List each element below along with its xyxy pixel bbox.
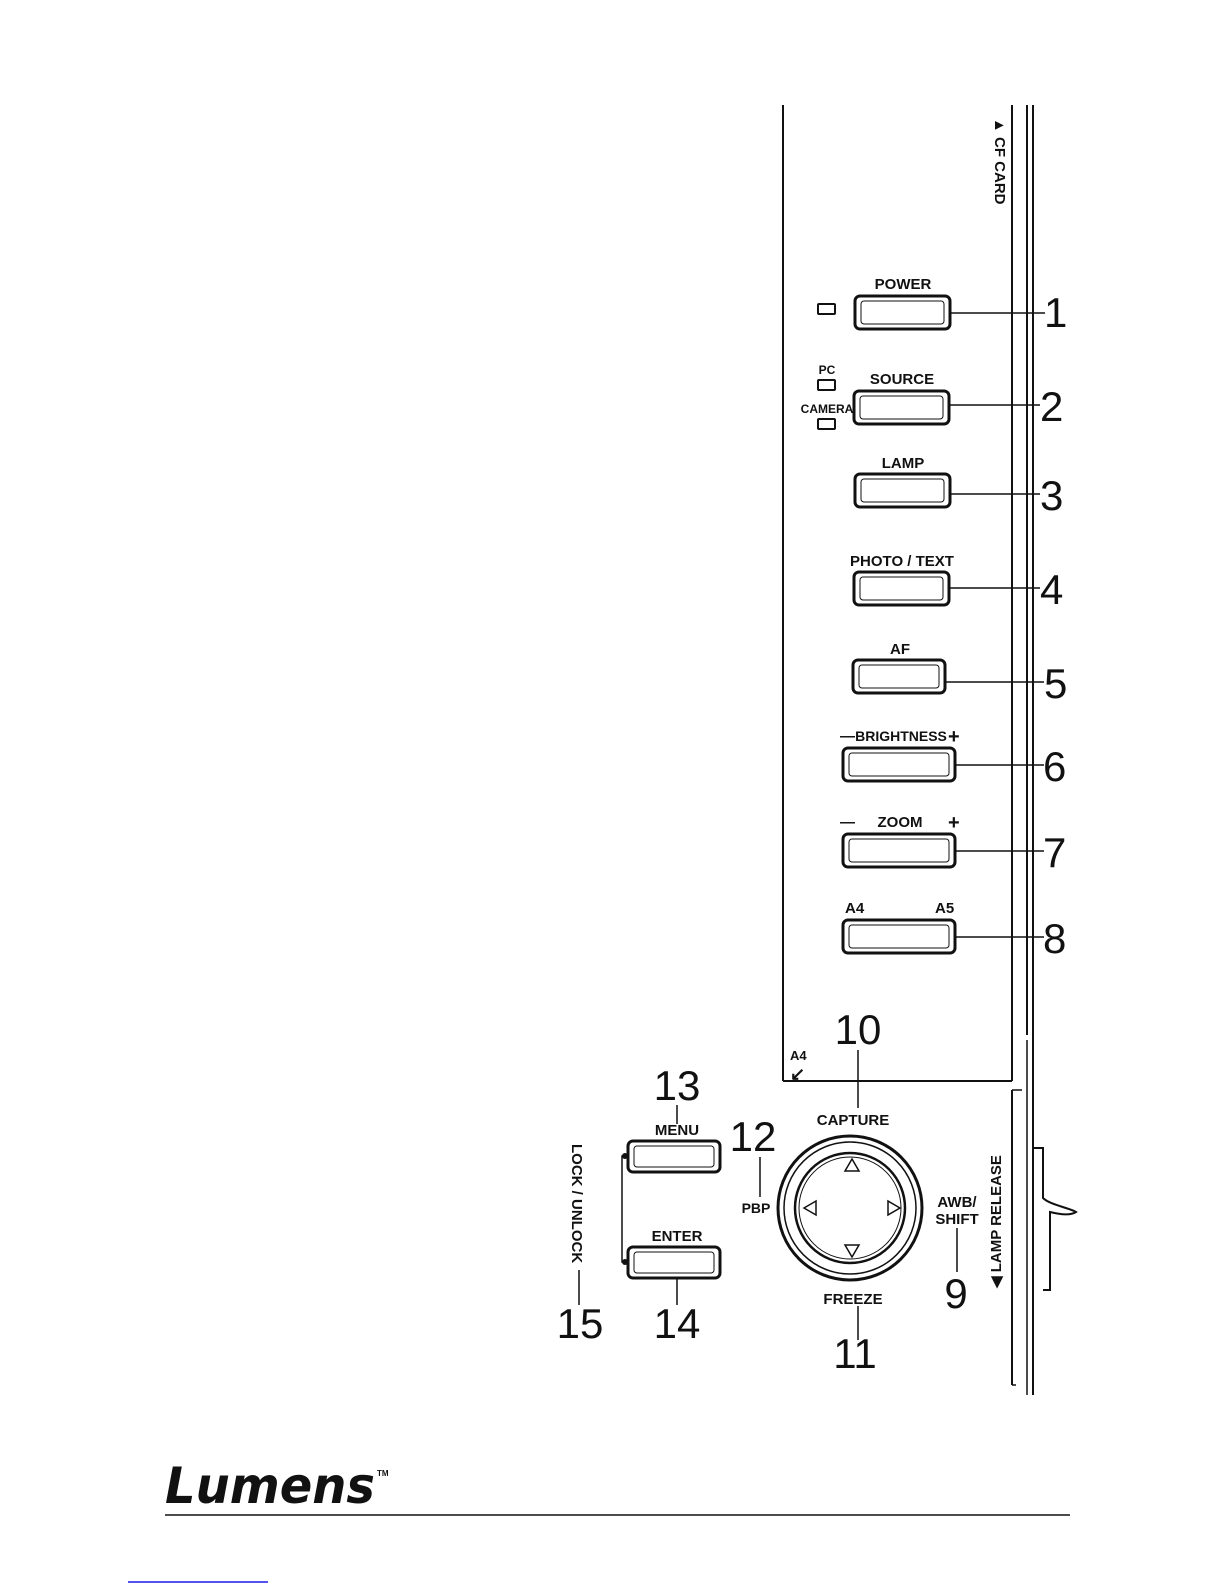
a5-label: A5: [935, 900, 954, 917]
callout-number-15: 15: [557, 1300, 604, 1347]
callout-number-4: 4: [1040, 566, 1063, 613]
direction-pad-group: 10 CAPTURE FREEZE 11 12 PBP AWB/ SHIFT 9: [730, 1006, 979, 1377]
callout-number-9: 9: [944, 1270, 967, 1317]
power-led: [818, 304, 835, 314]
camera-led: [818, 419, 835, 429]
a4-corner-arrow: ↙: [790, 1064, 805, 1084]
photo-text-button-group: PHOTO / TEXT 4: [850, 553, 1063, 613]
power-button-label: POWER: [875, 276, 932, 293]
callout-number-14: 14: [654, 1300, 701, 1347]
pc-indicator-label: PC: [819, 363, 836, 377]
pc-led: [818, 380, 835, 390]
a4-corner-label: A4: [790, 1048, 807, 1063]
pbp-label: PBP: [742, 1200, 771, 1216]
camera-indicator-label: CAMERA: [801, 402, 854, 416]
lock-unlock-label: LOCK / UNLOCK: [568, 1144, 585, 1263]
cf-card-label: ▲ CF CARD: [991, 118, 1008, 205]
callout-number-13: 13: [654, 1062, 701, 1109]
brightness-plus-label: +: [948, 726, 960, 748]
af-button-label: AF: [890, 641, 910, 658]
awb-label: AWB/: [937, 1194, 977, 1211]
source-button-group: PC CAMERA SOURCE 2: [801, 363, 1064, 430]
callout-number-11: 11: [833, 1330, 877, 1377]
menu-enter-group: 13 MENU ENTER 14 LOCK / UNLOCK 15: [557, 1062, 720, 1347]
callout-number-10: 10: [835, 1006, 882, 1053]
lamp-button-label: LAMP: [882, 455, 925, 472]
callout-number-7: 7: [1043, 829, 1066, 876]
power-button-group: POWER 1: [818, 276, 1067, 336]
callout-number-3: 3: [1040, 472, 1063, 519]
zoom-plus-label: +: [948, 812, 960, 834]
callout-number-12: 12: [730, 1113, 777, 1160]
brightness-minus-label: —: [840, 728, 855, 745]
shift-label: SHIFT: [935, 1211, 978, 1228]
brightness-button-label: BRIGHTNESS: [855, 728, 947, 744]
zoom-button-label: ZOOM: [878, 814, 923, 831]
menu-button-label: MENU: [655, 1122, 699, 1139]
lamp-release-label: ◀ LAMP RELEASE: [988, 1155, 1005, 1289]
lock-bracket: [622, 1156, 628, 1262]
lumens-logo: Lumens: [165, 1457, 375, 1515]
zoom-minus-label: —: [840, 814, 855, 831]
callout-number-6: 6: [1043, 743, 1066, 790]
callout-number-2: 2: [1040, 383, 1063, 430]
source-button-label: SOURCE: [870, 371, 934, 388]
af-button-group: AF 5: [853, 641, 1067, 707]
freeze-label: FREEZE: [823, 1291, 882, 1308]
capture-label: CAPTURE: [817, 1112, 890, 1129]
a4-label: A4: [845, 900, 865, 917]
trademark-mark: TM: [377, 1469, 389, 1478]
footer: Lumens TM: [128, 1457, 1070, 1582]
callout-number-1: 1: [1044, 289, 1067, 336]
callout-number-5: 5: [1044, 660, 1067, 707]
photo-text-button-label: PHOTO / TEXT: [850, 553, 954, 570]
enter-button-label: ENTER: [652, 1228, 703, 1245]
callout-number-8: 8: [1043, 915, 1066, 962]
